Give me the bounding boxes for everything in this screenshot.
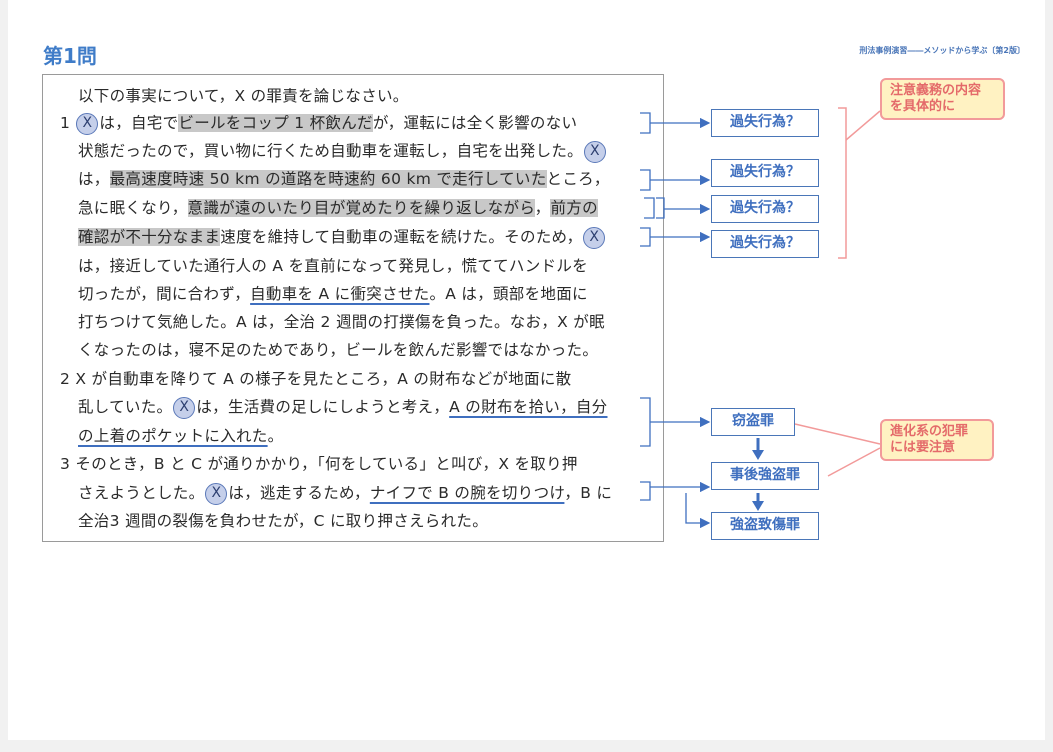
robbery-injury-box: 強盗致傷罪 [711, 512, 819, 540]
highlight: 確認が不十分なまま [78, 228, 221, 246]
text-line: 全治3 週間の裂傷を負わせたが，C に取り押さえられた。 [78, 512, 489, 530]
x-circle-icon: X [205, 482, 228, 505]
highlight: 最高速度時速 50 km の道路を時速約 60 km で走行していた [109, 170, 547, 188]
problem-title: 第1問 [43, 44, 97, 68]
text-line: 急に眠くなり，意識が遠のいたり目が覚めたりを繰り返しながら，前方の [78, 199, 598, 217]
text-line: 状態だったので，買い物に行くため自動車を運転し，自宅を出発した。X [78, 138, 607, 165]
text-line: 3 そのとき，B と C が通りかかり，「何をしている」と叫び，X を取り押 [60, 455, 578, 473]
book-title: 刑法事例演習――メソッドから学ぶ〔第2版〕 [859, 46, 1025, 55]
text-line: 確認が不十分なまま速度を維持して自動車の運転を続けた。そのため，X [78, 224, 606, 251]
x-circle-icon: X [76, 112, 99, 135]
underline: ナイフで B の腕を切りつけ [369, 484, 565, 502]
highlight: 前方の [550, 199, 598, 217]
text-line: は，接近していた通行人の A を直前になって発見し，慌ててハンドルを [78, 257, 588, 275]
text-line: 切ったが，間に合わず，自動車を A に衝突させた。A は，頭部を地面に [78, 285, 588, 303]
note-evolved-crime: 進化系の犯罪 には要注意 [880, 419, 994, 461]
theft-box: 窃盗罪 [711, 408, 795, 436]
note-duty-of-care: 注意義務の内容 を具体的に [880, 78, 1005, 120]
negligent-act-box-3: 過失行為？ [711, 195, 819, 223]
negligent-act-box-1: 過失行為？ [711, 109, 819, 137]
highlight: ビールをコップ 1 杯飲んだ [178, 114, 373, 132]
underline: 自動車を A に衝突させた [250, 285, 430, 303]
text-line: 以下の事実について，X の罪責を論じなさい。 [78, 87, 409, 105]
text-line: 2 X が自動車を降りて A の様子を見たところ，A の財布などが地面に散 [60, 370, 572, 388]
problem-text-frame [42, 74, 664, 542]
negligent-act-box-2: 過失行為？ [711, 159, 819, 187]
text-line: は，最高速度時速 50 km の道路を時速約 60 km で走行していたところ， [78, 170, 610, 188]
x-circle-icon: X [173, 396, 196, 419]
highlight: 意識が遠のいたり目が覚めたりを繰り返しながら [187, 199, 535, 217]
underline: の上着のポケットに入れた [78, 427, 268, 445]
underline: A の財布を拾い，自分 [449, 398, 608, 416]
text-line: の上着のポケットに入れた。 [78, 427, 284, 445]
text-line: 打ちつけて気絶した。A は，全治 2 週間の打撲傷を負った。なお，X が眠 [78, 313, 605, 331]
x-circle-icon: X [583, 140, 606, 163]
post-theft-robbery-box: 事後強盗罪 [711, 462, 819, 490]
x-circle-icon: X [583, 226, 606, 249]
text-line: くなったのは，寝不足のためであり，ビールを飲んだ影響ではなかった。 [78, 341, 599, 359]
negligent-act-box-4: 過失行為？ [711, 230, 819, 258]
